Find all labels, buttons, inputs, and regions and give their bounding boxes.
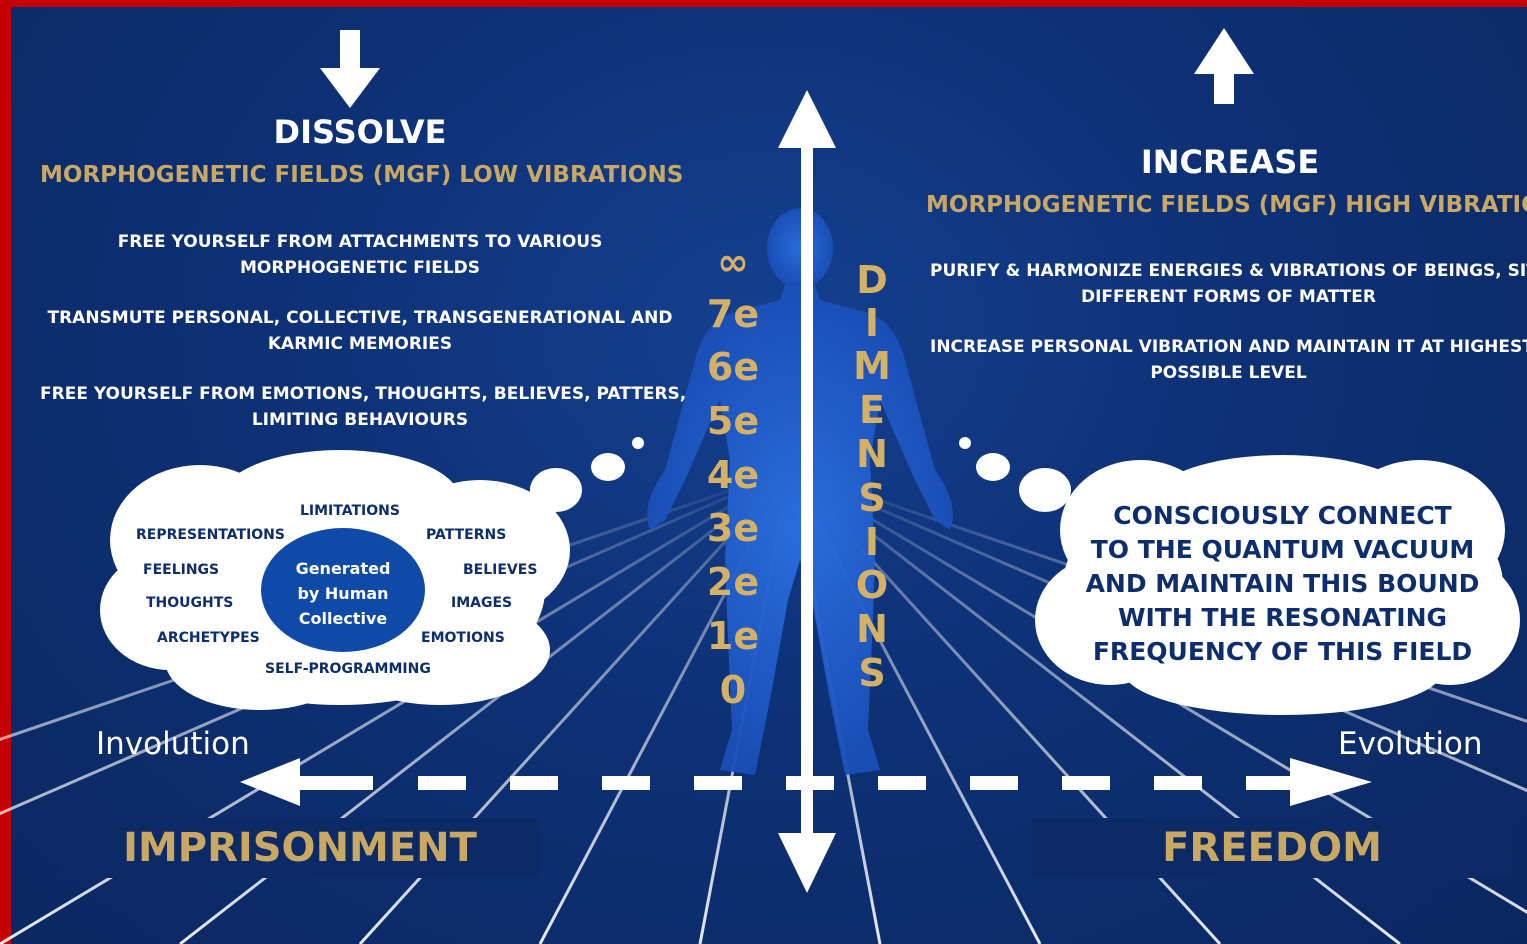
- involution-label: Involution: [96, 726, 250, 762]
- dimensions-letter: N: [856, 432, 888, 476]
- cloud-word: REPRESENTATIONS: [136, 527, 285, 543]
- imprisonment-label: IMPRISONMENT: [123, 825, 477, 871]
- horizontal-axis-arrow: [240, 758, 1372, 806]
- cloud-word: LIMITATIONS: [300, 503, 400, 519]
- dimensions-letter: N: [856, 607, 888, 651]
- dissolve-heading: DISSOLVE: [273, 113, 447, 151]
- dimension-0: 0: [719, 668, 747, 712]
- frame-left-border: [0, 0, 11, 944]
- vertical-axis-arrow: [778, 90, 836, 893]
- down-arrow-icon: [320, 30, 380, 108]
- freedom-panel: [1032, 818, 1512, 878]
- dimensions-letter: E: [859, 388, 885, 432]
- dimension-3e: 3e: [706, 506, 760, 550]
- cloud-word: FEELINGS: [143, 562, 220, 578]
- frame-top-border: [0, 0, 1527, 7]
- dimension-2e: 2e: [706, 560, 760, 604]
- cloud-word: PATTERNS: [426, 527, 507, 543]
- cloud-word: IMAGES: [451, 595, 513, 611]
- dimension-7e: 7e: [706, 292, 760, 336]
- increase-heading: INCREASE: [1140, 143, 1320, 181]
- cloud-center-disc: [261, 528, 425, 652]
- dimensions-letter: I: [864, 520, 880, 564]
- right-item-2: INCREASE PERSONAL VIBRATION AND MAINTAIN…: [930, 337, 1527, 383]
- right-thought-cloud: [959, 437, 1520, 715]
- left-item-3: FREE YOURSELF FROM EMOTIONS, THOUGHTS, B…: [40, 384, 687, 430]
- dimensions-letter: M: [853, 344, 891, 388]
- dimension-1e: 1e: [706, 614, 760, 658]
- dimension-infinity: ∞: [717, 240, 749, 284]
- dimensions-letter: S: [858, 476, 886, 520]
- dimensions-letter: S: [858, 651, 886, 695]
- cloud-word: ARCHETYPES: [157, 630, 260, 646]
- cloud-word: BELIEVES: [463, 562, 538, 578]
- cloud-center-label: Generated by Human Collective: [295, 559, 391, 628]
- right-subheading: MORPHOGENETIC FIELDS (MGF) HIGH VIBRATIO…: [926, 192, 1527, 218]
- up-arrow-icon: [1194, 28, 1254, 104]
- right-item-1: PURIFY & HARMONIZE ENERGIES & VIBRATIONS…: [930, 261, 1527, 307]
- cloud-word: THOUGHTS: [146, 595, 234, 611]
- right-cloud-text: CONSCIOUSLY CONNECT TO THE QUANTUM VACUU…: [1085, 501, 1480, 666]
- dimensions-letter: O: [855, 563, 889, 607]
- dimensions-letter: I: [864, 301, 880, 345]
- evolution-label: Evolution: [1338, 726, 1483, 762]
- human-figure: [647, 208, 953, 775]
- left-item-1: FREE YOURSELF FROM ATTACHMENTS TO VARIOU…: [117, 232, 603, 278]
- dimension-6e: 6e: [706, 345, 760, 389]
- dimension-4e: 4e: [706, 453, 760, 497]
- dimensions-letter: D: [856, 258, 888, 302]
- freedom-label: FREEDOM: [1162, 825, 1382, 871]
- cloud-word: SELF-PROGRAMMING: [265, 661, 431, 677]
- dimension-5e: 5e: [706, 399, 760, 443]
- cloud-word: EMOTIONS: [421, 630, 505, 646]
- left-item-2: TRANSMUTE PERSONAL, COLLECTIVE, TRANSGEN…: [47, 308, 673, 354]
- left-subheading: MORPHOGENETIC FIELDS (MGF) LOW VIBRATION…: [40, 162, 684, 188]
- imprisonment-panel: [60, 818, 540, 878]
